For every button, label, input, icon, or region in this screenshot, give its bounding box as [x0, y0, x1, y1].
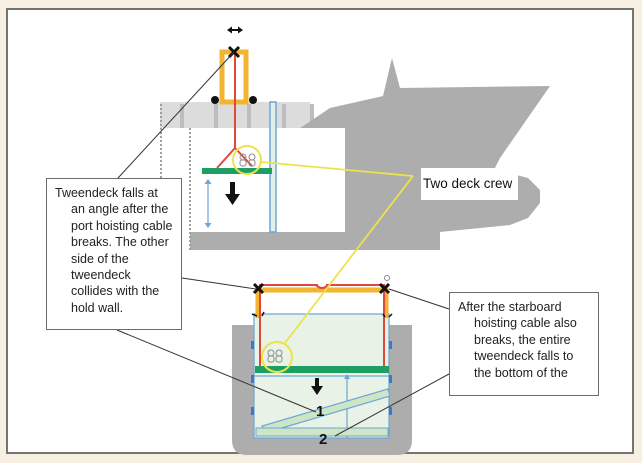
position-label-2: 2 [319, 431, 328, 448]
hoist-wheel-left [211, 96, 219, 104]
fall-arrow-down-icon [225, 182, 240, 205]
crew-icon-lower [267, 349, 283, 363]
callout-port-cable-break: Tweendeck falls at an angle after the po… [46, 178, 182, 330]
tweendeck-fallen [255, 427, 389, 437]
callout-starboard-line: the bottom of the [474, 365, 568, 380]
hold-column [269, 101, 277, 233]
hoist-frame [219, 49, 249, 105]
lower-hoist-frame [255, 287, 389, 318]
vertical-guide-arrowhead [344, 374, 350, 379]
position-label-1: 1 [316, 403, 325, 420]
ship-silhouette [160, 58, 550, 250]
tweendeck-lower-start [255, 366, 389, 373]
callout-starboard-line: tweendeck falls to [474, 349, 574, 364]
hoist-cable-left-leg [216, 147, 236, 169]
cable-break-x-icon-starboard [378, 282, 391, 295]
callout-port-line: tweendeck [71, 268, 131, 283]
crew-pointer-lines [260, 161, 414, 344]
callout-starboard-line: hoisting cable also [474, 316, 577, 331]
cable-break-x-icon-port [252, 282, 265, 295]
crew-highlight-circle [232, 145, 262, 175]
double-arrow-horizontal-icon [227, 26, 243, 34]
callout-leader-lines [116, 51, 450, 437]
lower-hull [232, 325, 412, 455]
callout-port-line: Tweendeck falls at [55, 186, 158, 200]
lower-hold-section [232, 275, 412, 455]
callout-starboard-line: breaks, the entire [474, 332, 571, 347]
callout-port-line: side of the [71, 251, 129, 266]
crew-label: Two deck crew [421, 168, 518, 200]
fall-arrow-down-icon-lower [311, 378, 323, 395]
upper-hoist [202, 26, 277, 233]
callout-port-line: collides with the [71, 284, 160, 299]
callout-port-line: an angle after the [71, 202, 169, 217]
crew-icon [239, 153, 256, 167]
support-ticks [251, 311, 393, 318]
cable-hook [315, 284, 329, 289]
height-dimension-arrow [204, 179, 212, 228]
callout-starboard-cable-break: After the starboard hoisting cable also … [449, 292, 599, 396]
crew-highlight-circle-lower [261, 341, 293, 373]
deck-stanchions [180, 104, 314, 128]
callout-port-line: breaks. The other [71, 235, 169, 250]
hold-wall-markers [251, 341, 392, 415]
crew-icon-starboard [384, 275, 390, 281]
hoist-wheel-right [249, 96, 257, 104]
callout-starboard-line: After the starboard [458, 300, 562, 314]
upper-hold [190, 128, 345, 232]
hull-bottom [190, 232, 440, 250]
callout-port-line: port hoisting cable [71, 218, 173, 233]
callout-port-line: hold wall. [71, 300, 124, 315]
